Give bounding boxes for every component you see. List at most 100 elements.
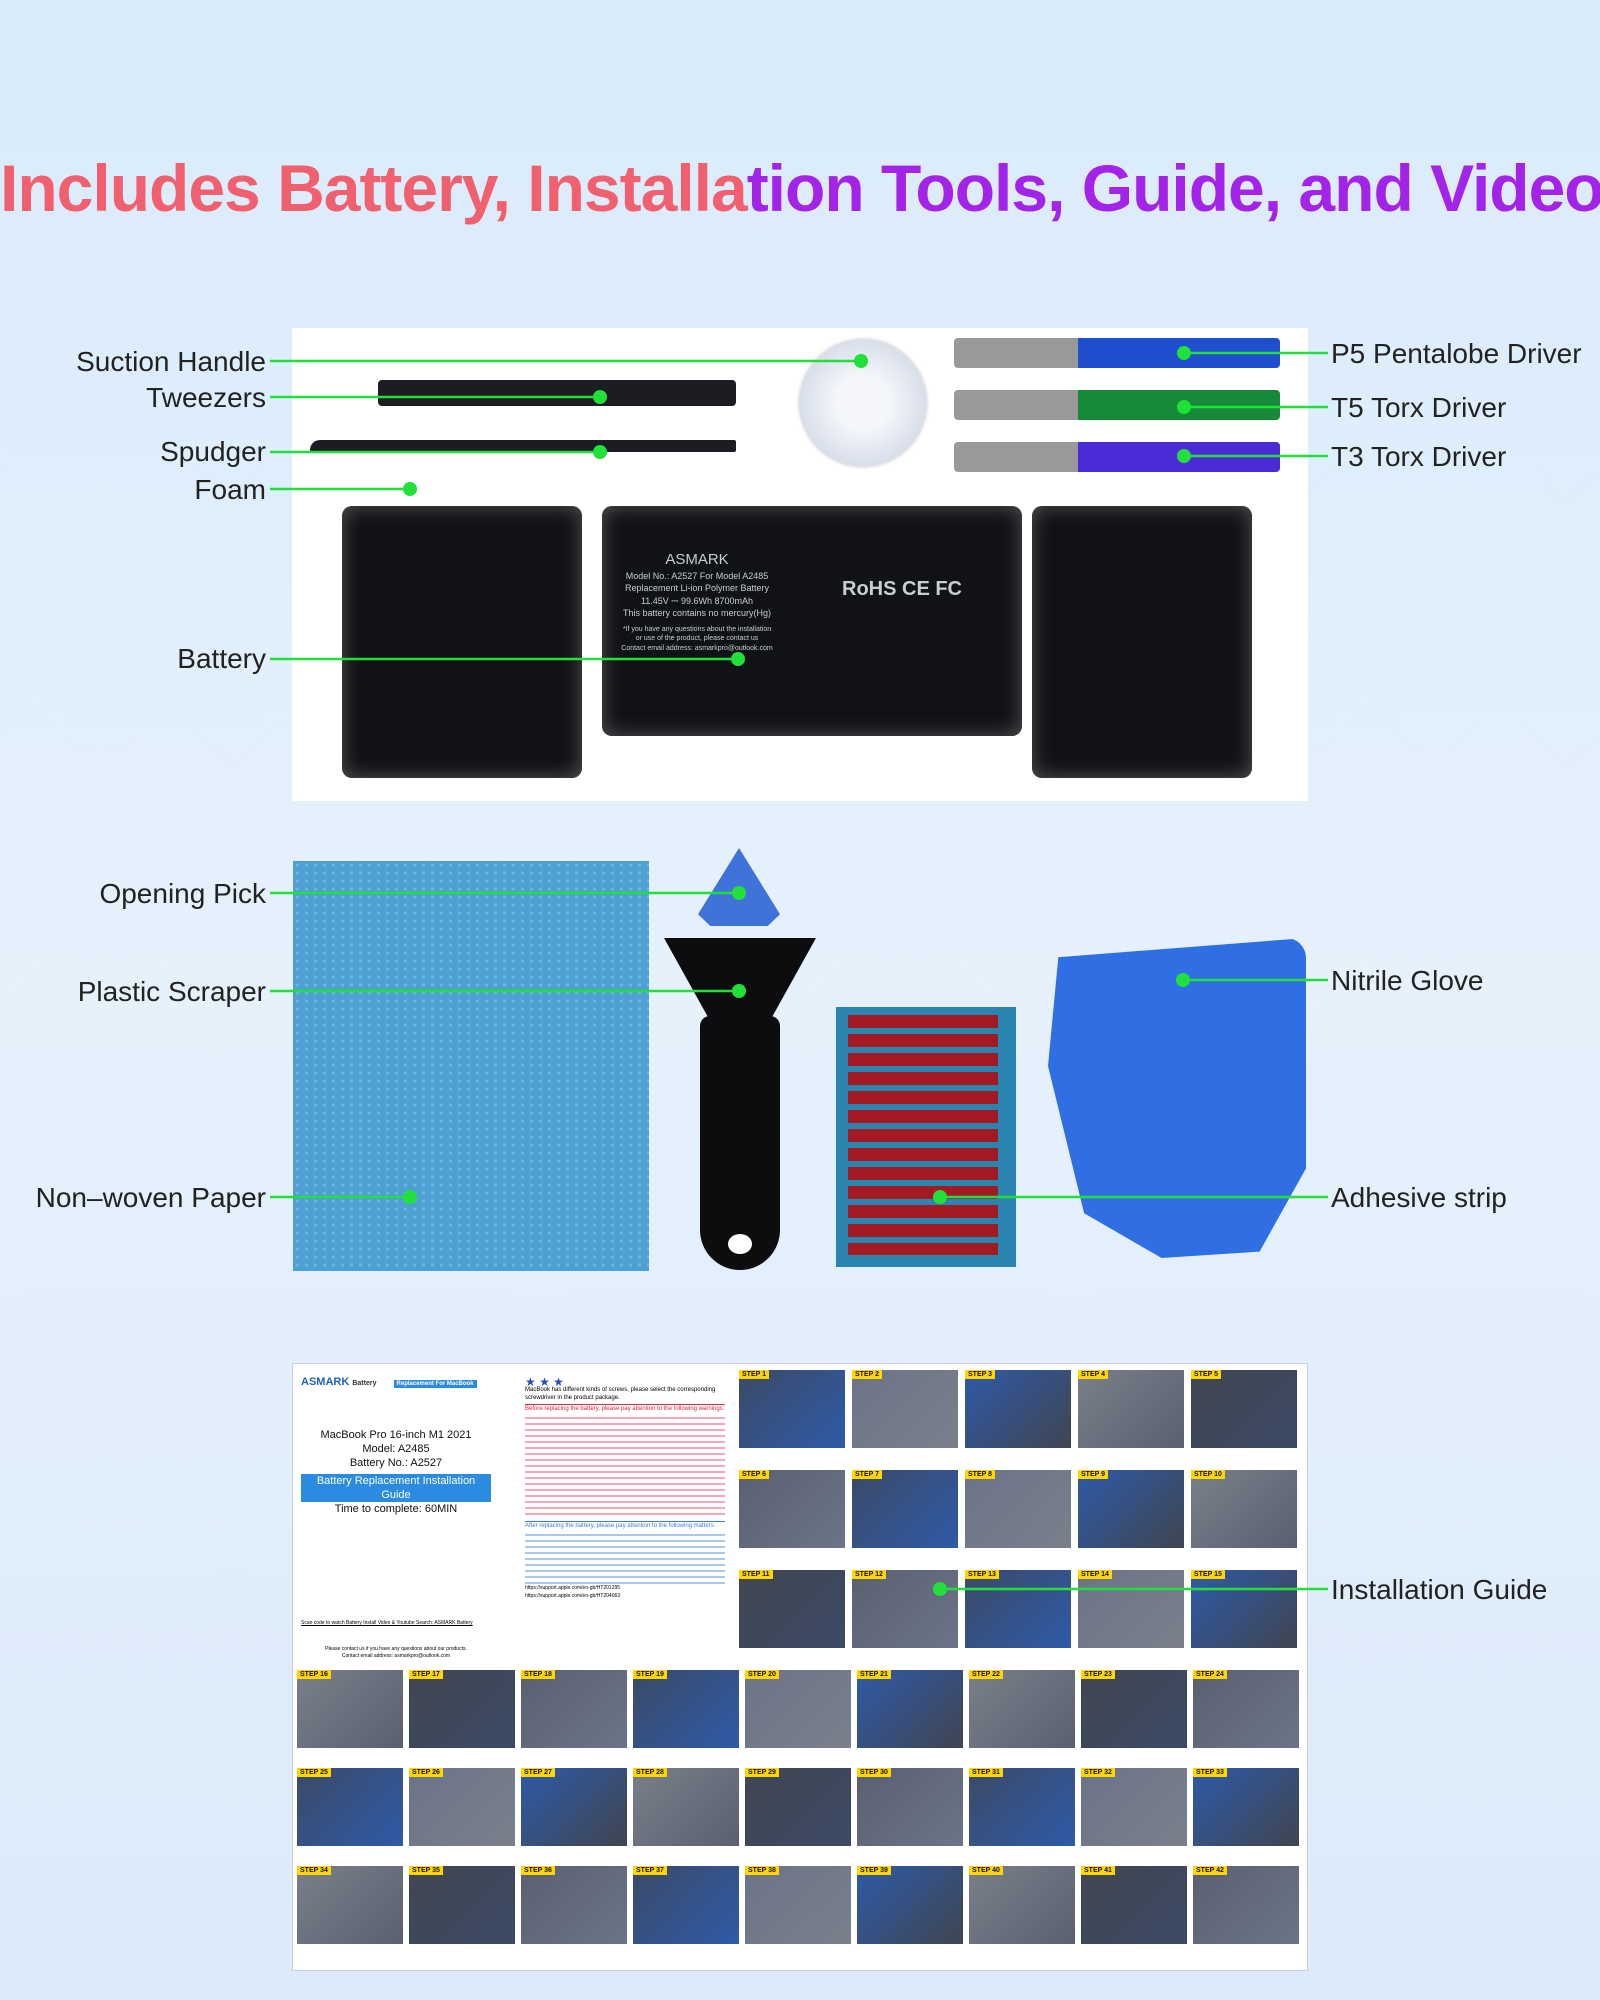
label-spudger: Spudger bbox=[160, 436, 266, 467]
guide-link[interactable]: https://support.apple.com/en-gb/HT201295 bbox=[525, 1585, 621, 1591]
label-adhesive-strip: Adhesive strip bbox=[1331, 1182, 1507, 1213]
step-caption bbox=[1081, 1846, 1187, 1858]
label-p5-driver: P5 Pentalobe Driver bbox=[1331, 338, 1582, 369]
label-foam: Foam bbox=[194, 474, 266, 505]
step-caption bbox=[1081, 1748, 1187, 1760]
step-label: STEP 27 bbox=[521, 1768, 555, 1777]
battery-spec: 11.45V ⎓ 99.6Wh 8700mAh bbox=[640, 595, 754, 606]
label-opening-pick: Opening Pick bbox=[99, 878, 266, 909]
step-thumbnail: STEP 19 bbox=[633, 1670, 739, 1760]
t5-driver bbox=[954, 390, 1280, 420]
step-label: STEP 2 bbox=[852, 1370, 882, 1379]
p5-driver bbox=[954, 338, 1280, 368]
step-label: STEP 20 bbox=[745, 1670, 779, 1679]
step-caption bbox=[745, 1748, 851, 1760]
step-thumbnail: STEP 15 bbox=[1191, 1570, 1297, 1660]
step-label: STEP 13 bbox=[965, 1570, 999, 1579]
guide-link[interactable]: https://support.apple.com/en-gb/HT204063 bbox=[525, 1593, 621, 1599]
step-caption bbox=[1191, 1548, 1297, 1560]
battery-note: This battery contains no mercury(Hg) bbox=[622, 607, 772, 618]
step-caption bbox=[409, 1944, 515, 1956]
step-caption bbox=[745, 1944, 851, 1956]
step-label: STEP 21 bbox=[857, 1670, 891, 1679]
step-caption bbox=[857, 1944, 963, 1956]
step-image bbox=[1081, 1670, 1187, 1748]
step-label: STEP 28 bbox=[633, 1768, 667, 1777]
step-image bbox=[633, 1866, 739, 1944]
step-thumbnail: STEP 26 bbox=[409, 1768, 515, 1858]
step-thumbnail: STEP 13 bbox=[965, 1570, 1071, 1660]
step-image bbox=[633, 1768, 739, 1846]
step-image bbox=[521, 1670, 627, 1748]
guide-scan-text: Scan code to watch Battery Install Video… bbox=[301, 1620, 473, 1626]
label-installation-guide: Installation Guide bbox=[1331, 1574, 1548, 1605]
guide-time: Time to complete: 60MIN bbox=[334, 1503, 458, 1515]
step-label: STEP 12 bbox=[852, 1570, 886, 1579]
plastic-scraper bbox=[664, 938, 816, 1270]
guide-brand-sub: Battery bbox=[352, 1380, 377, 1387]
step-image bbox=[745, 1768, 851, 1846]
guide-before-heading: Before replacing the battery, please pay… bbox=[525, 1404, 725, 1412]
step-caption bbox=[1078, 1448, 1184, 1460]
step-image bbox=[1191, 1370, 1297, 1448]
step-thumbnail: STEP 12 bbox=[852, 1570, 958, 1660]
step-caption bbox=[1191, 1448, 1297, 1460]
step-caption bbox=[965, 1448, 1071, 1460]
step-thumbnail: STEP 36 bbox=[521, 1866, 627, 1956]
label-suction-handle: Suction Handle bbox=[76, 346, 266, 377]
step-image bbox=[739, 1570, 845, 1648]
non-woven-paper bbox=[293, 861, 649, 1271]
guide-warnings: ★ ★ ★ MacBook has different kinds of scr… bbox=[525, 1375, 725, 1599]
step-thumbnail: STEP 10 bbox=[1191, 1470, 1297, 1560]
label-tweezers: Tweezers bbox=[146, 382, 266, 413]
label-battery: Battery bbox=[177, 643, 266, 674]
step-caption bbox=[297, 1748, 403, 1760]
step-image bbox=[852, 1570, 958, 1648]
step-caption bbox=[969, 1846, 1075, 1858]
step-caption bbox=[409, 1846, 515, 1858]
battery-contact: Contact email address: asmarkpro@outlook… bbox=[621, 644, 773, 652]
step-image bbox=[1081, 1866, 1187, 1944]
step-caption bbox=[965, 1648, 1071, 1660]
step-image bbox=[739, 1470, 845, 1548]
step-thumbnail: STEP 28 bbox=[633, 1768, 739, 1858]
step-thumbnail: STEP 27 bbox=[521, 1768, 627, 1858]
step-image bbox=[857, 1670, 963, 1748]
step-label: STEP 6 bbox=[739, 1470, 769, 1479]
step-thumbnail: STEP 8 bbox=[965, 1470, 1071, 1560]
step-caption bbox=[1193, 1748, 1299, 1760]
step-caption bbox=[739, 1448, 845, 1460]
label-nitrile-glove: Nitrile Glove bbox=[1331, 965, 1484, 996]
step-caption bbox=[633, 1944, 739, 1956]
step-caption bbox=[965, 1548, 1071, 1560]
step-label: STEP 22 bbox=[969, 1670, 1003, 1679]
step-image bbox=[1193, 1768, 1299, 1846]
label-t5-driver: T5 Torx Driver bbox=[1331, 392, 1507, 423]
step-image bbox=[297, 1768, 403, 1846]
step-thumbnail: STEP 23 bbox=[1081, 1670, 1187, 1760]
guide-after-heading: After replacing the battery, please pay … bbox=[525, 1521, 725, 1530]
guide-email: Contact email address: asmarkpro@outlook… bbox=[341, 1653, 451, 1659]
opening-pick bbox=[698, 848, 780, 926]
step-image bbox=[969, 1768, 1075, 1846]
spudger bbox=[310, 440, 736, 452]
step-caption bbox=[852, 1448, 958, 1460]
step-thumbnail: STEP 42 bbox=[1193, 1866, 1299, 1956]
step-label: STEP 15 bbox=[1191, 1570, 1225, 1579]
step-image bbox=[969, 1670, 1075, 1748]
step-caption bbox=[739, 1548, 845, 1560]
step-image bbox=[739, 1370, 845, 1448]
guide-badge: Replacement For MacBook bbox=[393, 1380, 477, 1388]
adhesive-strips bbox=[836, 1007, 1016, 1267]
battery-model: Model No.: A2527 For Model A2485 bbox=[625, 571, 769, 582]
guide-device: MacBook Pro 16-inch M1 2021 bbox=[320, 1429, 472, 1441]
battery-contact: or use of the product, please contact us bbox=[635, 635, 759, 643]
battery-cell-center: ASMARK Model No.: A2527 For Model A2485 … bbox=[602, 506, 1022, 736]
tools-panel: ASMARK Model No.: A2527 For Model A2485 … bbox=[292, 328, 1308, 801]
step-thumbnail: STEP 9 bbox=[1078, 1470, 1184, 1560]
step-thumbnail: STEP 21 bbox=[857, 1670, 963, 1760]
step-image bbox=[965, 1370, 1071, 1448]
guide-brand: ASMARK bbox=[301, 1376, 350, 1388]
guide-battery-no: Battery No.: A2527 bbox=[349, 1457, 443, 1469]
step-caption bbox=[1193, 1846, 1299, 1858]
